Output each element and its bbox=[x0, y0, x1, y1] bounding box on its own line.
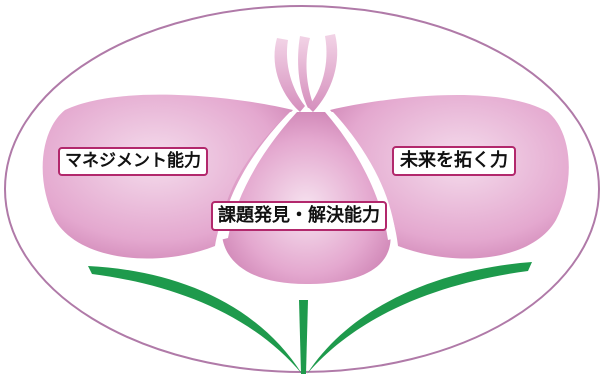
left-petal bbox=[42, 94, 293, 259]
stem-right bbox=[307, 262, 532, 374]
stamen-right bbox=[308, 34, 338, 112]
stem-center bbox=[299, 300, 308, 374]
right-petal bbox=[330, 95, 569, 259]
petal-gap-right bbox=[325, 112, 396, 240]
center-petal bbox=[221, 112, 391, 285]
future-pioneering-label: 未来を拓く力 bbox=[392, 146, 516, 176]
management-ability-label: マネジメント能力 bbox=[58, 147, 208, 176]
stems bbox=[88, 262, 532, 374]
problem-solving-label: 課題発見・解決能力 bbox=[211, 201, 387, 231]
stamen-center bbox=[298, 36, 314, 108]
stamen-left bbox=[274, 38, 305, 112]
stamens bbox=[274, 34, 338, 112]
